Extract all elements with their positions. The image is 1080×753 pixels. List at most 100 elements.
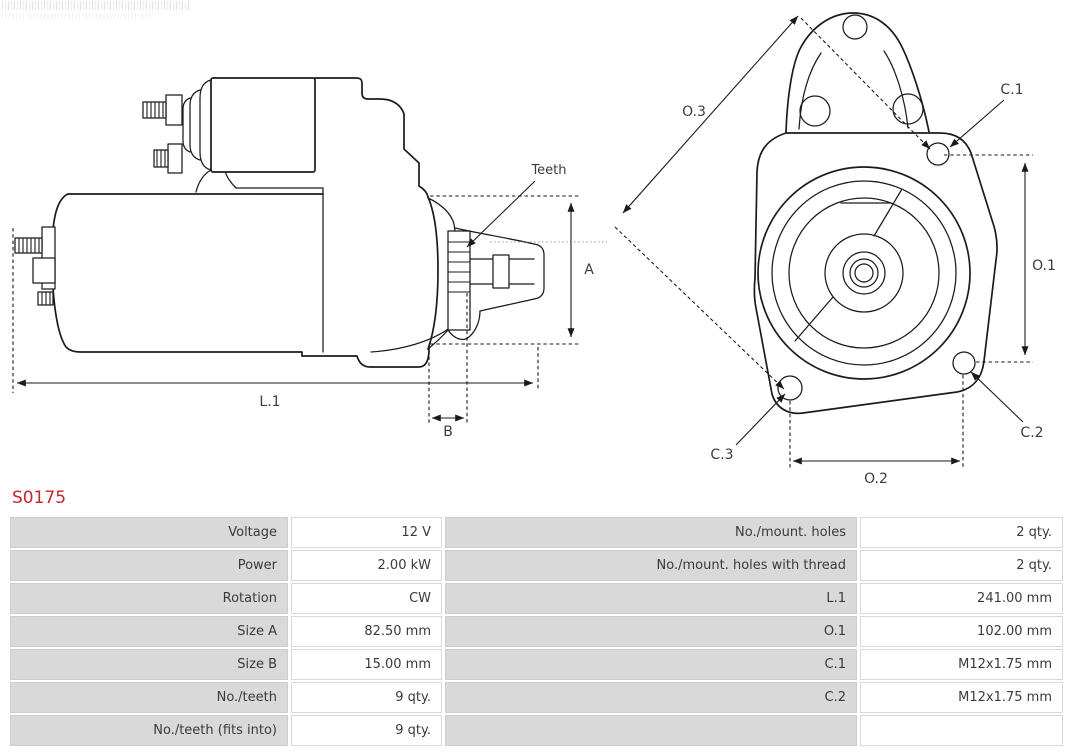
bracket-hole-top — [842, 14, 868, 40]
spec-label-cell: L.1 — [445, 583, 857, 614]
bracket-scallop-right — [883, 50, 909, 129]
spec-label-cell: Power — [10, 550, 288, 581]
spec-label-cell: Size A — [10, 616, 288, 647]
body-bracket-edge — [224, 170, 324, 189]
body-outline-path — [51, 193, 430, 368]
housing-circle-2 — [771, 180, 957, 366]
housing-circle-5 — [842, 251, 886, 295]
bracket-hole-left — [799, 95, 831, 127]
mounting-flange — [753, 132, 998, 415]
solenoid-terminal-hatch-1 — [146, 102, 164, 118]
spec-label-cell: No./teeth (fits into) — [10, 715, 288, 746]
housing-top-outline — [314, 77, 429, 198]
spec-value-cell: 2.00 kW — [291, 550, 442, 581]
spec-value-cell: 12 V — [291, 517, 442, 548]
spec-label-cell: No./mount. holes — [445, 517, 857, 548]
spec-value-cell: 2 qty. — [860, 550, 1063, 581]
dim-o3-arrow — [622, 15, 799, 214]
teeth-arrow — [466, 180, 536, 248]
dim-o3-extension-c3 — [614, 226, 785, 390]
spec-value-cell: CW — [291, 583, 442, 614]
bracket-scallop-left — [798, 52, 822, 130]
spec-value-cell: 82.50 mm — [291, 616, 442, 647]
solenoid-cap-rings — [182, 79, 212, 171]
solenoid-terminal-nut-1 — [165, 94, 183, 126]
pinion-teeth-lines — [448, 241, 470, 293]
solenoid-body — [210, 77, 316, 173]
spec-label-cell: Voltage — [10, 517, 288, 548]
dim-o1-label: O.1 — [1032, 258, 1056, 274]
housing-circles — [757, 166, 971, 380]
dim-o3-label: O.3 — [682, 104, 706, 120]
watermark-row-2 — [2, 13, 150, 19]
spec-label-cell: O.1 — [445, 616, 857, 647]
motor-body — [14, 170, 430, 368]
housing-circle-4 — [824, 233, 904, 313]
sector-line-lower — [794, 296, 834, 342]
spec-value-cell: 15.00 mm — [291, 649, 442, 680]
dim-c2: C.2 — [970, 371, 1044, 441]
spec-label-cell: Rotation — [10, 583, 288, 614]
side-view-drawing: Teeth A L.1 B — [12, 77, 607, 440]
part-number: S0175 — [12, 488, 67, 508]
housing-inner-curve — [370, 326, 452, 353]
dim-b: B — [428, 293, 468, 440]
dim-o2: O.2 — [789, 375, 964, 486]
bolt-hole-c2 — [952, 351, 976, 375]
technical-drawing: Teeth A L.1 B — [12, 12, 1056, 486]
solenoid-terminal-nut-2 — [167, 143, 183, 174]
spec-value-cell: M12x1.75 mm — [860, 649, 1063, 680]
body-stud-hatch — [18, 238, 40, 253]
dim-c1-arrow — [949, 99, 1005, 148]
dim-a-label: A — [584, 262, 594, 278]
mounting-bracket — [785, 12, 930, 134]
body-terminal-block — [32, 257, 56, 284]
dim-c1-label: C.1 — [1000, 82, 1023, 98]
spec-value-cell: 102.00 mm — [860, 616, 1063, 647]
dim-c2-label: C.2 — [1020, 425, 1043, 441]
dim-o3: O.3 — [614, 15, 931, 390]
solenoid-terminal-hatch-2 — [156, 150, 166, 167]
spec-label-cell: Size B — [10, 649, 288, 680]
dim-c3-arrow — [735, 393, 786, 446]
spec-label-cell: No./teeth — [10, 682, 288, 713]
body-small-stud-hatch — [41, 292, 51, 305]
spec-label-cell: No./mount. holes with thread — [445, 550, 857, 581]
bolt-hole-c3 — [777, 375, 803, 401]
bolt-hole-c1 — [926, 142, 950, 166]
bracket-outline — [785, 12, 930, 134]
bracket-hole-right — [892, 93, 924, 125]
dim-a: A — [430, 195, 594, 345]
solenoid-foot — [195, 169, 212, 193]
sector-line-upper — [873, 188, 903, 237]
housing-circle-3 — [788, 197, 940, 349]
dim-c2-arrow — [970, 371, 1024, 423]
pinion-nose — [533, 243, 545, 300]
watermark-row-1 — [2, 1, 190, 10]
spec-label-cell — [445, 715, 857, 746]
dim-l1-label: L.1 — [259, 394, 280, 410]
housing-circle-outer — [757, 166, 971, 380]
shaft-ring — [849, 258, 879, 288]
spec-label-cell: C.2 — [445, 682, 857, 713]
dim-o3-extension-c1 — [800, 17, 931, 150]
dim-o2-label: O.2 — [864, 471, 888, 486]
shaft-hole — [854, 263, 874, 283]
spec-value-cell: M12x1.75 mm — [860, 682, 1063, 713]
spec-value-cell: 9 qty. — [291, 715, 442, 746]
spec-table: Voltage 12 V No./mount. holes 2 qty. Pow… — [10, 517, 1063, 746]
pinion-gear — [427, 197, 545, 350]
front-view-drawing: O.3 C.1 O.1 C.2 C.3 — [614, 12, 1056, 486]
housing-right-edge — [427, 196, 439, 350]
solenoid — [142, 77, 316, 193]
dim-o1: O.1 — [944, 154, 1056, 363]
pinion-bell-curve — [427, 197, 456, 232]
dim-c1: C.1 — [949, 82, 1024, 148]
dim-b-label: B — [443, 424, 453, 440]
dim-l1: L.1 — [12, 228, 539, 410]
pinion-link-bottom — [479, 298, 535, 312]
dim-c3-label: C.3 — [710, 447, 733, 463]
pinion-bottom-curve — [427, 310, 481, 350]
spec-value-cell: 2 qty. — [860, 517, 1063, 548]
